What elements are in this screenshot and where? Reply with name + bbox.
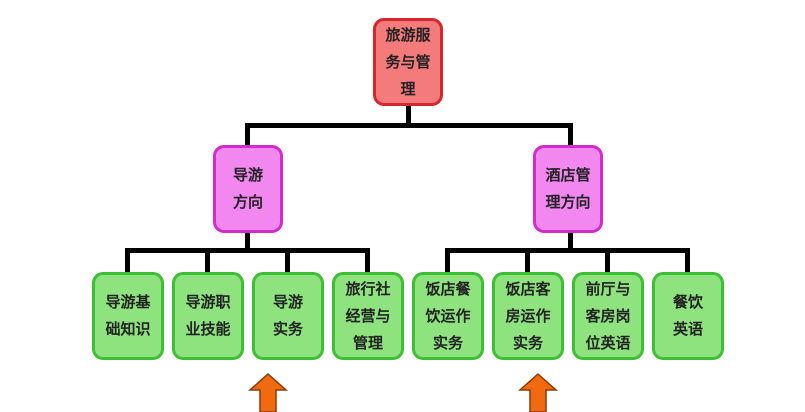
node-text: 导游基: [105, 293, 151, 311]
branch-node-hotel: 酒店管 理方向: [533, 145, 603, 233]
connector: [445, 248, 450, 274]
node-text: 客房岗: [585, 306, 631, 325]
leaf-node: 导游职业技能: [172, 272, 244, 360]
connector: [685, 248, 690, 274]
leaf-node: 饭店餐饮运作实务: [412, 272, 484, 360]
connector: [245, 123, 250, 146]
node-text: 方向: [232, 193, 263, 211]
connector: [205, 248, 210, 274]
leaf-node: 旅行社经营与管理: [332, 272, 404, 360]
connector: [245, 123, 573, 128]
node-text: 础知识: [105, 320, 151, 338]
node-text: 实务: [512, 333, 543, 352]
leaf-node: 餐饮英语: [652, 272, 724, 360]
leaf-node: 导游基础知识: [92, 272, 164, 360]
connector: [605, 248, 610, 274]
node-text: 饭店餐: [425, 279, 471, 298]
node-text: 饭店客: [505, 279, 551, 298]
node-text: 房运作: [505, 306, 551, 325]
connector: [568, 123, 573, 146]
node-text: 饮运作: [425, 306, 471, 325]
connector: [568, 232, 573, 252]
connector: [525, 248, 530, 274]
branch-node-guide: 导游 方向: [213, 145, 283, 233]
connector: [245, 232, 250, 252]
node-text: 务与管: [385, 52, 431, 71]
node-text: 导游: [232, 166, 263, 184]
node-text: 前厅与: [585, 279, 631, 298]
connector: [125, 248, 370, 253]
node-text: 旅游服: [385, 25, 431, 44]
node-text: 经营与: [345, 306, 391, 325]
connector: [406, 106, 411, 127]
leaf-node: 饭店客房运作实务: [492, 272, 564, 360]
root-node: 旅游服 务与管 理: [373, 18, 443, 106]
up-arrow-icon: [518, 372, 558, 412]
node-text: 导游职: [185, 293, 231, 311]
node-text: 理: [400, 79, 416, 98]
up-arrow-icon: [248, 372, 288, 412]
node-text: 酒店管: [545, 166, 591, 184]
node-text: 导游: [272, 293, 303, 311]
node-text: 位英语: [585, 333, 631, 352]
leaf-node: 导游实务: [252, 272, 324, 360]
node-text: 实务: [272, 320, 303, 338]
connector: [285, 248, 290, 274]
node-text: 理方向: [545, 193, 591, 211]
node-text: 业技能: [185, 320, 231, 338]
node-text: 管理: [352, 333, 383, 352]
connector: [445, 248, 690, 253]
node-text: 旅行社: [345, 279, 391, 298]
node-text: 实务: [432, 333, 463, 352]
connector: [365, 248, 370, 274]
leaf-node: 前厅与客房岗位英语: [572, 272, 644, 360]
connector: [125, 248, 130, 274]
node-text: 英语: [672, 320, 703, 338]
node-text: 餐饮: [672, 293, 703, 311]
